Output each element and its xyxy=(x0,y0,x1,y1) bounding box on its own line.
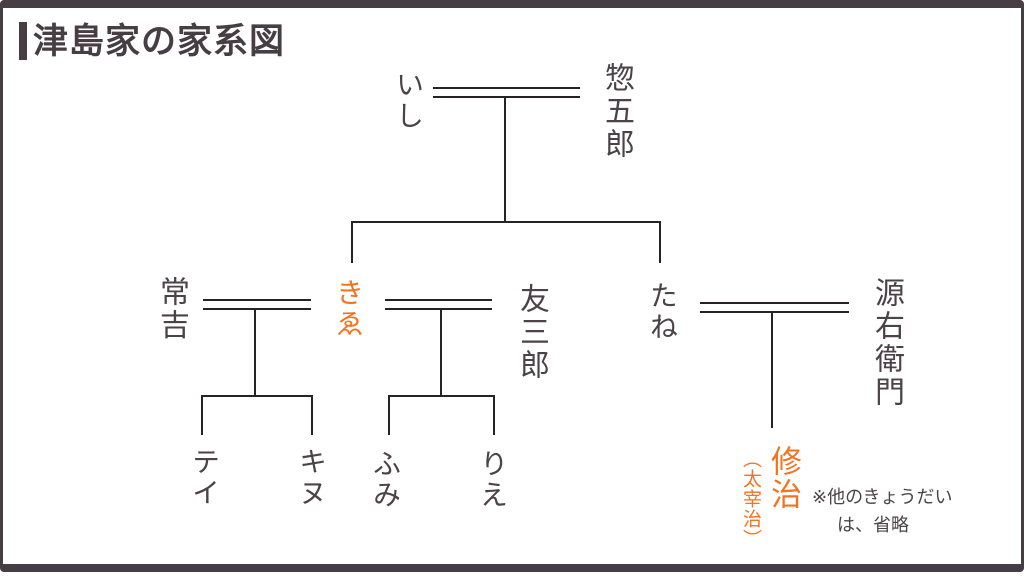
person-name-tomosaburo: 友三郎 xyxy=(515,283,548,382)
person-name-kinu: キヌ xyxy=(296,447,327,509)
marriage-line-tane-genemon-2 xyxy=(700,311,849,313)
sibling-drop-kinu xyxy=(311,395,313,435)
person-name-tei: テイ xyxy=(189,447,220,509)
page-title: 津島家の家系図 xyxy=(33,21,286,61)
person-alias-dazai-osamu: （太宰治） xyxy=(740,449,761,549)
marriage-line-kie-tomosaburo-2 xyxy=(385,308,492,310)
person-name-shuji: 修治 xyxy=(766,445,801,511)
sibling-drop-tei xyxy=(201,395,203,435)
descent-line-tsunekichi-kie xyxy=(254,308,256,397)
marriage-line-tsunekichi-kie-2 xyxy=(203,308,311,310)
title-block: 津島家の家系図 xyxy=(19,22,285,60)
marriage-line-top-2 xyxy=(433,96,580,98)
sibling-line-gen2 xyxy=(351,221,661,223)
person-name-tane: たね xyxy=(647,281,678,343)
footnote: ※他のきょうだい は、省略 xyxy=(812,484,953,540)
person-name-fumi: ふみ xyxy=(370,449,401,511)
person-name-sogoro: 惣五郎 xyxy=(600,62,633,161)
person-name-ishi: いし xyxy=(393,70,424,132)
footnote-line-1: ※他のきょうだい xyxy=(812,487,953,507)
descent-line-kie-tomosaburo xyxy=(440,308,442,397)
marriage-line-top-1 xyxy=(433,87,580,89)
sibling-drop-tane xyxy=(659,221,661,263)
descent-line-gen1 xyxy=(504,96,506,223)
sibling-drop-rie xyxy=(493,395,495,435)
sibling-drop-kie xyxy=(351,221,353,263)
footnote-line-2: は、省略 xyxy=(837,514,909,535)
person-name-kie: きゑ xyxy=(333,278,364,340)
person-name-rie: りえ xyxy=(477,449,508,511)
marriage-line-tane-genemon-1 xyxy=(700,302,849,304)
marriage-line-tsunekichi-kie-1 xyxy=(203,299,311,301)
person-name-genemon: 源右衛門 xyxy=(870,277,903,409)
title-marker xyxy=(19,22,27,60)
sibling-line-fumi-rie xyxy=(388,395,495,397)
sibling-line-tei-kinu xyxy=(201,395,313,397)
marriage-line-kie-tomosaburo-1 xyxy=(385,299,492,301)
descent-line-shuji xyxy=(771,311,773,428)
sibling-drop-fumi xyxy=(388,395,390,435)
person-name-tsunekichi: 常吉 xyxy=(155,276,188,342)
